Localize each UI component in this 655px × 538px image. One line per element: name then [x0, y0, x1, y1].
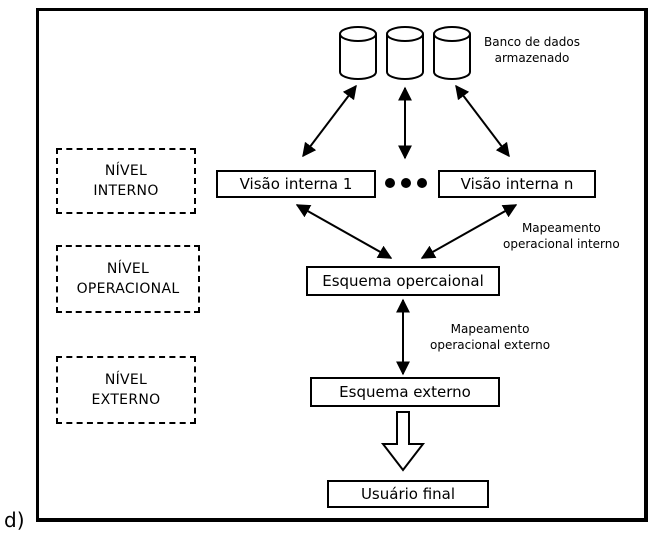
database-label: Banco de dados armazenado [484, 35, 580, 65]
level-internal: NÍVEL INTERNO [56, 148, 196, 214]
database-cylinder-3 [433, 26, 471, 80]
external-mapping-note: Mapeamento operacional externo [430, 322, 551, 352]
option-label: d) [4, 508, 25, 532]
internal-mapping-note: Mapeamento operacional interno [503, 221, 620, 251]
arrow-db-to-view-n [455, 84, 510, 158]
database-cylinder-1 [339, 26, 377, 80]
arrow-view-1-to-schema [295, 204, 393, 259]
operational-schema-box: Esquema opercaional [306, 266, 500, 296]
ellipsis-dot [417, 178, 427, 188]
diagram-frame [36, 8, 648, 522]
arrow-db-to-view-1 [302, 84, 357, 158]
internal-view-n-box: Visão interna n [438, 170, 596, 198]
internal-view-1-box: Visão interna 1 [216, 170, 376, 198]
level-operational: NÍVEL OPERACIONAL [56, 245, 200, 313]
external-schema-box: Esquema externo [310, 377, 500, 407]
database-cylinder-2 [386, 26, 424, 80]
end-user-box: Usuário final [327, 480, 489, 508]
ellipsis-dot [385, 178, 395, 188]
arrow-view-n-to-schema [420, 204, 518, 259]
ellipsis-dot [401, 178, 411, 188]
hollow-arrow-to-user [380, 411, 426, 472]
level-external: NÍVEL EXTERNO [56, 356, 196, 424]
